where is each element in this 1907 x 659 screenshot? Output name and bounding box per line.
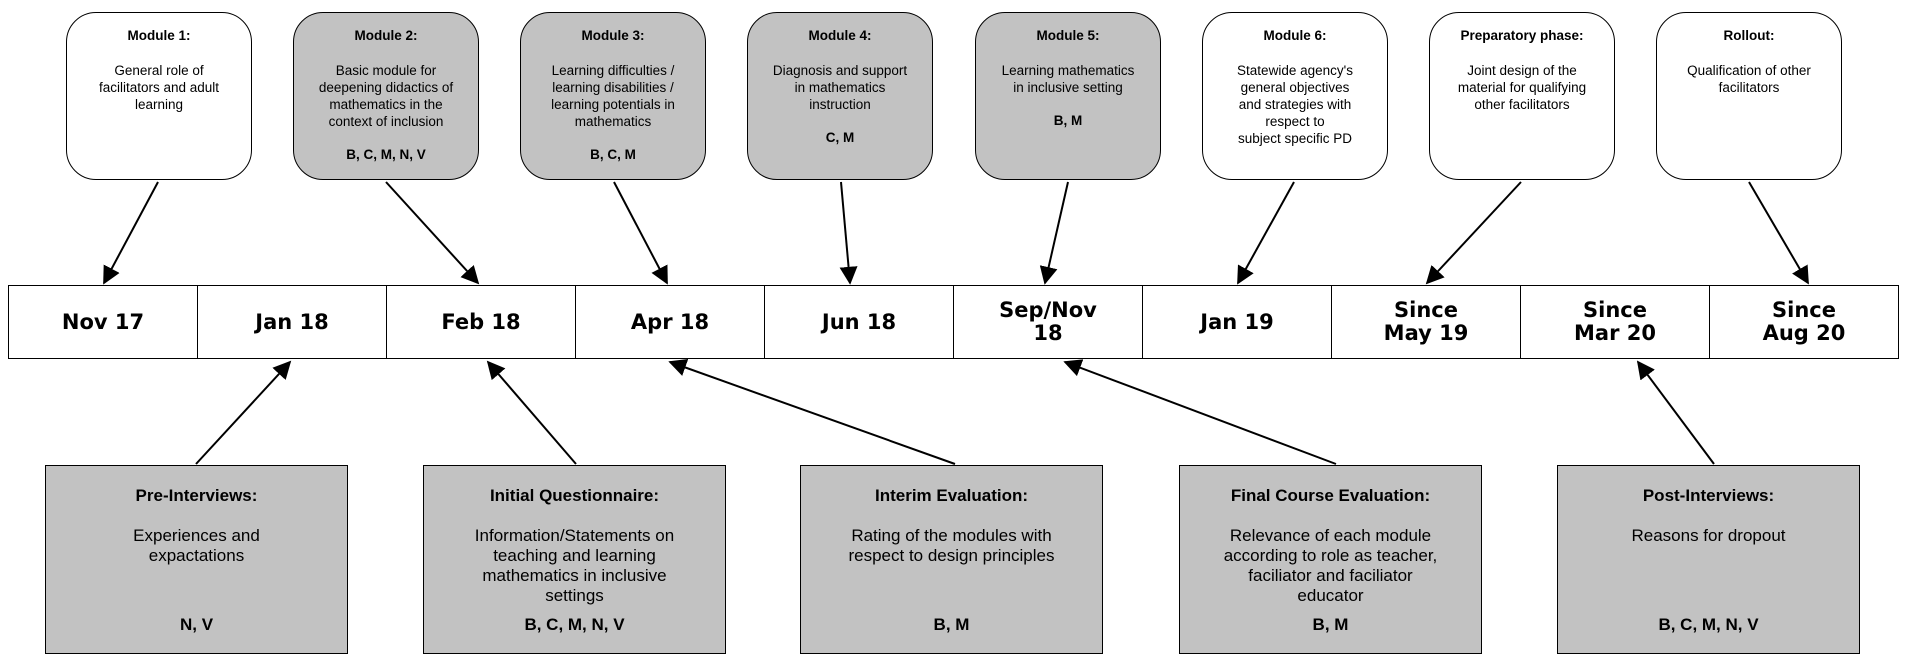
timeline-cell-since-aug-20: Since Aug 20 xyxy=(1709,285,1899,359)
timeline-cell-jan-18: Jan 18 xyxy=(197,285,387,359)
evaluation-description: Relevance of each module according to ro… xyxy=(1223,526,1438,605)
module-title: Module 3: xyxy=(581,28,645,43)
module-codes: B, C, M xyxy=(590,147,636,162)
module-title: Module 6: xyxy=(1263,28,1327,43)
module-codes: C, M xyxy=(825,130,855,145)
timeline-cell-nov-17: Nov 17 xyxy=(8,285,198,359)
post-interviews-box: Post-Interviews: Reasons for dropout B, … xyxy=(1557,465,1860,654)
module-4-box: Module 4: Diagnosis and support in mathe… xyxy=(747,12,933,180)
arrow-interim-evaluation xyxy=(668,358,956,465)
module-description: Statewide agency's general objectives an… xyxy=(1237,63,1353,146)
timeline-cell-feb-18: Feb 18 xyxy=(386,285,576,359)
timeline-cell-jun-18: Jun 18 xyxy=(764,285,954,359)
timeline-cell-since-mar-20: Since Mar 20 xyxy=(1520,285,1710,359)
module-title: Module 4: xyxy=(808,28,872,43)
preparatory-phase-box: Preparatory phase: Joint design of the m… xyxy=(1429,12,1615,180)
module-title: Rollout: xyxy=(1723,28,1775,43)
evaluation-title: Interim Evaluation: xyxy=(874,486,1029,505)
evaluation-title: Final Course Evaluation: xyxy=(1230,486,1431,505)
module-title: Module 5: xyxy=(1036,28,1100,43)
arrow-module-3 xyxy=(613,181,668,285)
arrow-module-1 xyxy=(103,181,159,285)
arrow-module-2 xyxy=(385,181,480,285)
module-title: Module 1: xyxy=(127,28,191,43)
rollout-box: Rollout: Qualification of other facilita… xyxy=(1656,12,1842,180)
evaluation-description: Rating of the modules with respect to de… xyxy=(848,526,1055,565)
arrow-pre-interviews xyxy=(195,360,292,465)
interim-evaluation-box: Interim Evaluation: Rating of the module… xyxy=(800,465,1103,654)
evaluation-title: Pre-Interviews: xyxy=(135,486,258,505)
final-course-evaluation-box: Final Course Evaluation: Relevance of ea… xyxy=(1179,465,1482,654)
timeline-cell-sep-nov-18: Sep/Nov 18 xyxy=(953,285,1143,359)
module-description: Learning difficulties / learning disabil… xyxy=(551,63,675,129)
evaluation-codes: N, V xyxy=(179,615,214,634)
module-description: Qualification of other facilitators xyxy=(1687,63,1811,95)
module-description: General role of facilitators and adult l… xyxy=(98,63,220,112)
evaluation-description: Information/Statements on teaching and l… xyxy=(474,526,675,605)
module-description: Basic module for deepening didactics of … xyxy=(318,63,454,129)
arrow-post-interviews xyxy=(1636,360,1715,465)
module-description: Diagnosis and support in mathematics ins… xyxy=(772,63,908,112)
arrow-initial-questionnaire xyxy=(486,360,577,465)
module-6-box: Module 6: Statewide agency's general obj… xyxy=(1202,12,1388,180)
timeline-cell-apr-18: Apr 18 xyxy=(575,285,765,359)
evaluation-description: Experiences and expactations xyxy=(133,526,260,565)
module-title: Module 2: xyxy=(354,28,418,43)
module-3-box: Module 3: Learning difficulties / learni… xyxy=(520,12,706,180)
evaluation-description: Reasons for dropout xyxy=(1631,526,1786,545)
module-5-box: Module 5: Learning mathematics in inclus… xyxy=(975,12,1161,180)
arrow-preparatory xyxy=(1425,181,1522,285)
arrow-module-6 xyxy=(1237,181,1295,285)
arrow-module-5 xyxy=(1039,181,1069,285)
timeline-cell-jan-19: Jan 19 xyxy=(1142,285,1332,359)
module-title: Preparatory phase: xyxy=(1460,28,1584,43)
module-codes: B, C, M, N, V xyxy=(346,147,426,162)
arrow-module-4 xyxy=(839,181,858,285)
module-2-box: Module 2: Basic module for deepening did… xyxy=(293,12,479,180)
arrow-final-evaluation xyxy=(1063,359,1337,465)
evaluation-title: Initial Questionnaire: xyxy=(489,486,660,505)
evaluation-codes: B, C, M, N, V xyxy=(1658,615,1759,634)
evaluation-codes: B, M xyxy=(1312,615,1349,634)
arrow-rollout xyxy=(1748,181,1809,285)
evaluation-title: Post-Interviews: xyxy=(1642,486,1775,505)
evaluation-codes: B, C, M, N, V xyxy=(524,615,625,634)
initial-questionnaire-box: Initial Questionnaire: Information/State… xyxy=(423,465,726,654)
module-1-box: Module 1: General role of facilitators a… xyxy=(66,12,252,180)
module-codes: B, M xyxy=(1053,113,1083,128)
module-description: Learning mathematics in inclusive settin… xyxy=(1001,63,1135,95)
module-description: Joint design of the material for qualify… xyxy=(1457,63,1587,112)
evaluation-codes: B, M xyxy=(933,615,970,634)
pre-interviews-box: Pre-Interviews: Experiences and expactat… xyxy=(45,465,348,654)
timeline-cell-since-may-19: Since May 19 xyxy=(1331,285,1521,359)
